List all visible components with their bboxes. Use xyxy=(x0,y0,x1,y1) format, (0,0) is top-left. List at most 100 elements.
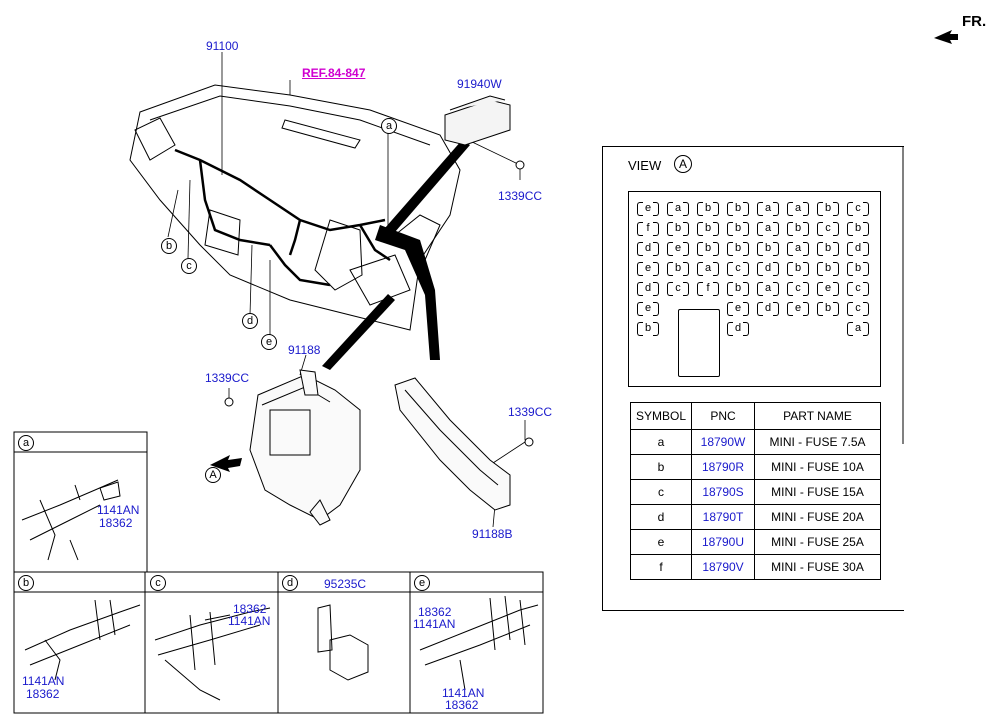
callout-d[interactable]: d xyxy=(242,313,258,329)
fuse-slot[interactable]: c xyxy=(847,301,869,316)
fuse-slot[interactable]: b xyxy=(697,241,719,256)
part-label-1339cc-right[interactable]: 1339CC xyxy=(508,405,553,419)
detail-e-part2[interactable]: 1141AN xyxy=(413,617,456,631)
fuse-slot[interactable]: e xyxy=(787,301,809,316)
fuse-slot[interactable]: b xyxy=(697,221,719,236)
part-name-cell: MINI - FUSE 7.5A xyxy=(754,429,881,455)
detail-e-part3[interactable]: 1141AN xyxy=(442,686,485,700)
symbol-cell: e xyxy=(630,529,692,555)
lower-strap xyxy=(322,294,395,370)
part-label-91100[interactable]: 91100 xyxy=(206,39,239,53)
fuse-slot[interactable]: e xyxy=(727,301,749,316)
part-name-cell: MINI - FUSE 10A xyxy=(754,454,881,480)
fuse-slot[interactable]: a xyxy=(757,221,779,236)
callout-e[interactable]: e xyxy=(261,334,277,350)
fuse-slot[interactable]: a xyxy=(667,201,689,216)
part-label-91188b[interactable]: 91188B xyxy=(472,527,513,541)
fuse-slot[interactable]: b xyxy=(817,261,839,276)
pnc-cell[interactable]: 18790U xyxy=(691,529,755,555)
pnc-cell[interactable]: 18790W xyxy=(691,429,755,455)
detail-a-part2[interactable]: 18362 xyxy=(99,516,133,530)
pnc-cell[interactable]: 18790S xyxy=(691,479,755,505)
table-header-pnc: PNC xyxy=(691,402,755,430)
part-label-1339cc-left[interactable]: 1339CC xyxy=(205,371,250,385)
fuse-slot[interactable]: c xyxy=(727,261,749,276)
detail-c-part2[interactable]: 1141AN xyxy=(228,614,271,628)
fuse-slot[interactable]: b xyxy=(757,241,779,256)
fuse-slot[interactable]: b xyxy=(817,241,839,256)
fuse-slot[interactable]: d xyxy=(727,321,749,336)
upper-strap xyxy=(385,140,470,232)
part-label-91188[interactable]: 91188 xyxy=(288,343,321,357)
fuse-slot[interactable]: c xyxy=(847,201,869,216)
detail-b-part1[interactable]: 1141AN xyxy=(22,674,65,688)
detail-d-part1[interactable]: 95235C xyxy=(324,577,367,591)
fuse-slot[interactable]: b xyxy=(727,281,749,296)
callout-view-a[interactable]: A xyxy=(205,467,221,483)
part-name-cell: MINI - FUSE 20A xyxy=(754,504,881,530)
part-label-1339cc-top[interactable]: 1339CC xyxy=(498,189,543,203)
part-label-91940w[interactable]: 91940W xyxy=(457,77,502,91)
fuse-slot[interactable]: c xyxy=(817,221,839,236)
detail-b-circle: b xyxy=(18,575,34,591)
detail-e-part4[interactable]: 18362 xyxy=(445,698,479,712)
callout-a[interactable]: a xyxy=(381,118,397,134)
fuse-slot[interactable]: a xyxy=(757,201,779,216)
pnc-cell[interactable]: 18790R xyxy=(691,454,755,480)
fuse-slot[interactable]: b xyxy=(697,201,719,216)
fuse-slot[interactable]: c xyxy=(787,281,809,296)
fuse-slot[interactable]: e xyxy=(637,301,659,316)
fuse-slot[interactable]: a xyxy=(787,241,809,256)
fuse-slot[interactable]: e xyxy=(817,281,839,296)
callout-c[interactable]: c xyxy=(181,258,197,274)
fuse-slot[interactable]: b xyxy=(667,261,689,276)
fuse-slot[interactable]: d xyxy=(637,281,659,296)
fuse-slot[interactable]: b xyxy=(847,261,869,276)
fuse-slot[interactable]: b xyxy=(817,301,839,316)
fuse-slot[interactable]: b xyxy=(637,321,659,336)
fuse-slot[interactable]: d xyxy=(757,261,779,276)
fuse-slot[interactable]: f xyxy=(697,281,719,296)
detail-b-part2[interactable]: 18362 xyxy=(26,687,60,701)
fuse-slot[interactable]: a xyxy=(757,281,779,296)
symbol-cell: c xyxy=(630,479,692,505)
fuse-slot[interactable]: c xyxy=(847,281,869,296)
fuse-slot[interactable]: b xyxy=(727,201,749,216)
fuse-slot[interactable]: d xyxy=(757,301,779,316)
bolt-icon xyxy=(524,437,534,447)
fuse-slot[interactable]: b xyxy=(787,261,809,276)
fuse-slot[interactable]: b xyxy=(787,221,809,236)
fuse-slot[interactable]: a xyxy=(697,261,719,276)
fuse-slot[interactable]: b xyxy=(847,221,869,236)
ref-link[interactable]: REF.84-847 xyxy=(302,66,366,80)
fuse-slot[interactable]: e xyxy=(637,201,659,216)
fuse-slot[interactable]: d xyxy=(847,241,869,256)
fuse-slot[interactable]: b xyxy=(667,221,689,236)
fuse-slot[interactable]: e xyxy=(667,241,689,256)
fuse-slot[interactable]: b xyxy=(817,201,839,216)
detail-c-circle: c xyxy=(150,575,166,591)
pnc-cell[interactable]: 18790V xyxy=(691,554,755,580)
fuse-slot[interactable]: b xyxy=(727,221,749,236)
detail-e-part1[interactable]: 18362 xyxy=(418,605,452,619)
fuse-slot[interactable]: d xyxy=(637,241,659,256)
pnc-cell[interactable]: 18790T xyxy=(691,504,755,530)
part-name-cell: MINI - FUSE 30A xyxy=(754,554,881,580)
fuse-slot[interactable]: e xyxy=(637,261,659,276)
fuse-slot[interactable]: b xyxy=(727,241,749,256)
fuse-slot[interactable]: f xyxy=(637,221,659,236)
callout-b[interactable]: b xyxy=(161,238,177,254)
detail-a-part1[interactable]: 1141AN xyxy=(97,503,140,517)
fuse-slot[interactable]: a xyxy=(787,201,809,216)
detail-c-part1[interactable]: 18362 xyxy=(233,602,267,616)
fuse-slot[interactable]: a xyxy=(847,321,869,336)
fuse-slot[interactable]: c xyxy=(667,281,689,296)
